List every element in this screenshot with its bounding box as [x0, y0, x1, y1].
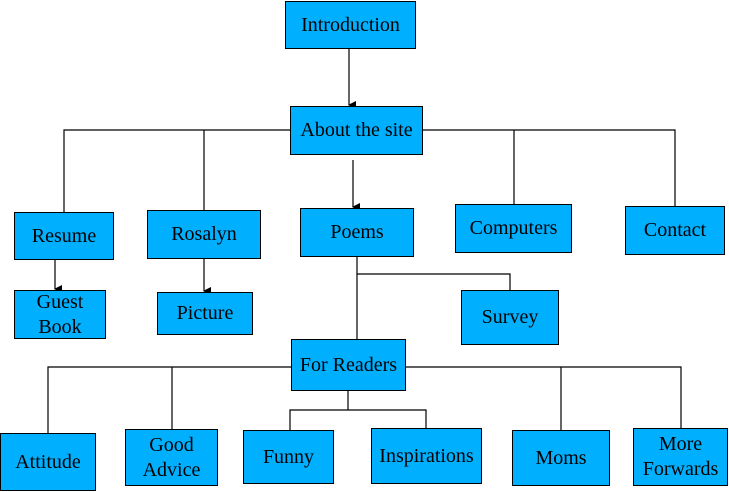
- line-about-right: [423, 129, 676, 206]
- node-funny[interactable]: Funny: [243, 430, 334, 484]
- node-resume[interactable]: Resume: [14, 212, 114, 260]
- node-survey[interactable]: Survey: [461, 290, 559, 345]
- node-more-forwards[interactable]: More Forwards: [633, 428, 728, 486]
- node-inspirations[interactable]: Inspirations: [371, 428, 482, 484]
- node-guest-book[interactable]: Guest Book: [14, 290, 106, 339]
- node-for-readers[interactable]: For Readers: [291, 339, 406, 391]
- line-about-branches: [63, 129, 290, 212]
- node-attitude[interactable]: Attitude: [0, 433, 96, 491]
- line-poems-survey: [356, 257, 511, 290]
- line-readers-mid: [289, 409, 427, 430]
- node-poems[interactable]: Poems: [300, 208, 414, 257]
- node-computers[interactable]: Computers: [455, 204, 572, 253]
- node-rosalyn[interactable]: Rosalyn: [147, 210, 261, 259]
- node-picture[interactable]: Picture: [157, 292, 253, 335]
- line-readers-right: [406, 366, 682, 428]
- node-good-advice[interactable]: Good Advice: [125, 429, 218, 486]
- line-readers-left: [47, 366, 291, 433]
- node-moms[interactable]: Moms: [512, 430, 610, 486]
- node-introduction[interactable]: Introduction: [285, 1, 416, 49]
- node-about-the-site[interactable]: About the site: [290, 106, 423, 155]
- node-contact[interactable]: Contact: [625, 206, 725, 255]
